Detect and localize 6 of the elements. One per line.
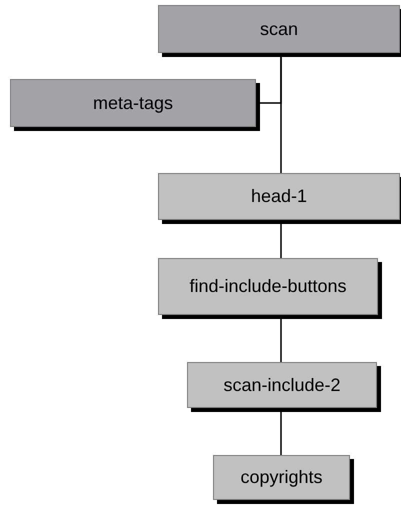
box-label: head-1 <box>250 186 308 207</box>
box-label: scan <box>260 18 298 40</box>
box-label: scan-include-2 <box>223 374 341 396</box>
box-label: copyrights <box>240 467 323 488</box>
box-label: find-include-buttons <box>189 276 347 297</box>
box-label: meta-tags <box>92 92 174 114</box>
